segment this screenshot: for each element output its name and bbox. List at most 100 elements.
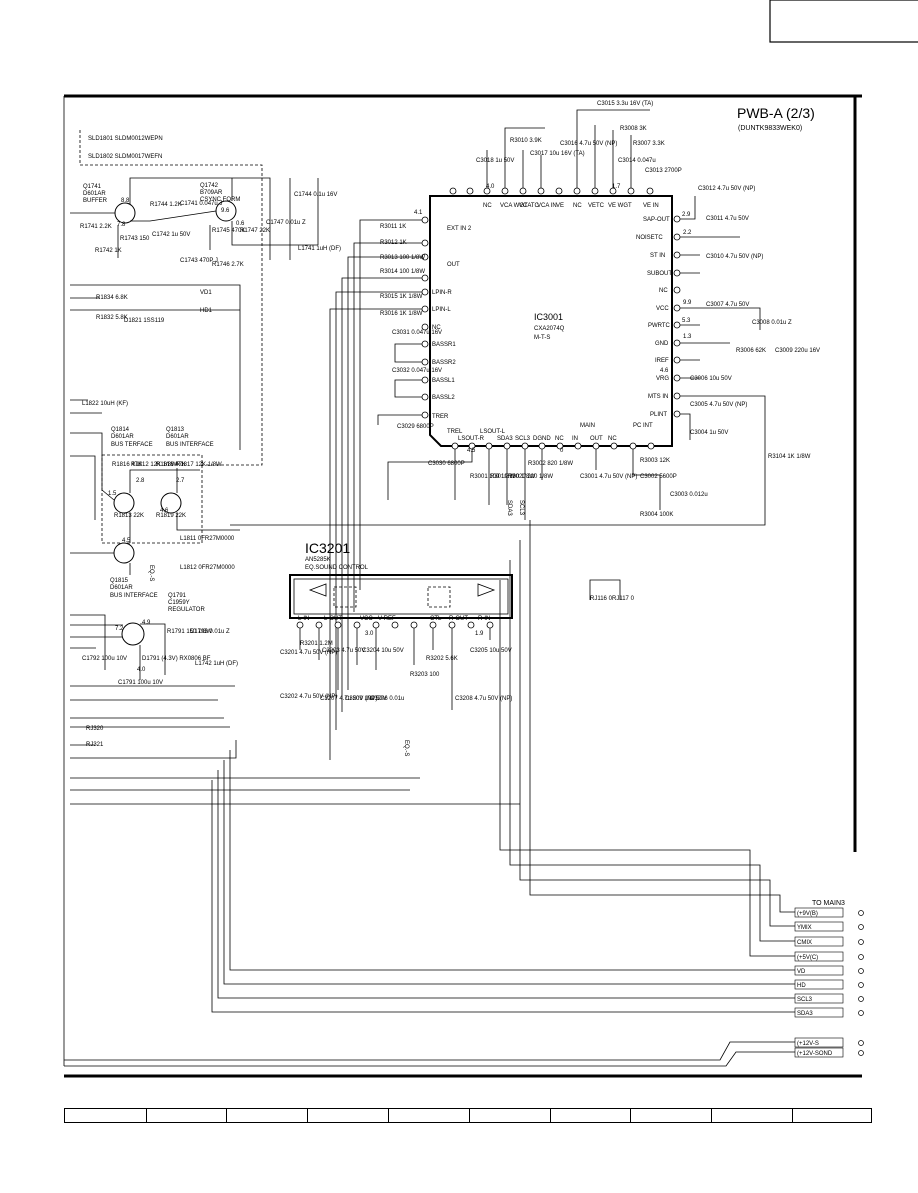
- component-label: R3011 1K: [380, 224, 406, 230]
- voltage-label: 2.8: [136, 478, 145, 484]
- component-label: R1744 1.2K: [150, 202, 182, 208]
- component-label: C3032 0.047u 16V: [392, 368, 442, 374]
- pin-label: LPIN-L: [432, 307, 451, 313]
- bus-interface-area: Q1814 D601AR BUS TERFACE Q1813 D601AR BU…: [70, 427, 240, 599]
- component-label: R1813 22K: [114, 513, 144, 519]
- component-label: R1745 470K: [212, 228, 245, 234]
- q1813-part: D601AR: [166, 434, 189, 440]
- voltage-label: 4.6: [660, 368, 669, 374]
- voltage-label: 1.5: [108, 491, 117, 497]
- voltage-label: 3.0: [365, 631, 374, 637]
- component-label: R3015 1K 1/8W: [380, 294, 423, 300]
- connector-terminal: [858, 1010, 864, 1016]
- component-label: C1747 0.01u Z: [266, 220, 306, 226]
- component-label: C1744 0.1u 16V: [294, 192, 337, 198]
- voltage-label: 2.7: [176, 478, 185, 484]
- component-label: R1832 5.8K: [96, 315, 128, 321]
- component-label: C3203 4.7u 50V: [322, 648, 365, 654]
- ic3201: IC3201 AN5285K EQ.SOUND CONTROL L-IN L-O…: [289, 540, 513, 710]
- pin-label: VE IN: [643, 203, 659, 209]
- component-label: L1742 1uH (DF): [195, 661, 238, 667]
- table-divider: [146, 1108, 147, 1123]
- pin-label: CTL: [430, 616, 442, 622]
- component-label: C1792 100u 10V: [82, 656, 127, 662]
- component-label: R1741 2.2K: [80, 224, 112, 230]
- pin-label: VCATC: [519, 203, 540, 209]
- component-label: C3206 0.01u: [370, 696, 404, 702]
- pin-label: NC: [608, 436, 617, 442]
- pin-label: BASSR1: [432, 342, 456, 348]
- component-label: R1818 47K: [156, 462, 186, 468]
- regulator-area: Q1791 C1959Y REGULATOR: [70, 284, 520, 805]
- table-divider: [630, 1108, 631, 1123]
- table-divider: [307, 1108, 308, 1123]
- connector-pin-label: (+9V(B): [797, 911, 818, 917]
- component-label: R3012 1K: [380, 240, 407, 246]
- voltage-label: 5.3: [682, 318, 691, 324]
- q1813-ref: Q1813: [166, 427, 185, 433]
- connector-pin-label: YMIX: [797, 925, 812, 931]
- component-label: R3203 100: [410, 672, 440, 678]
- vlabel-eqs-2: EQ.-S: [148, 565, 154, 581]
- connector-terminal: [858, 996, 864, 1002]
- pin-label: NC: [483, 203, 492, 209]
- to-main3-connector: TO MAIN3 (+9V(B)YMIXCMIX(+5V(C)VDHDSCL3S…: [794, 900, 864, 1058]
- pin-label: MAIN: [580, 423, 595, 429]
- signal-vd1: VD1: [200, 290, 212, 296]
- component-label: L1822 10uH (KF): [82, 401, 128, 407]
- ic3201-ref: IC3201: [305, 540, 350, 556]
- vlabel-eqs-1: EQ.-S: [403, 740, 409, 756]
- pin-label: EXT IN 2: [447, 226, 472, 232]
- pin-label: BASSR2: [432, 360, 456, 366]
- table-divider: [711, 1108, 712, 1123]
- pin-label: R-OUT: [449, 616, 468, 622]
- page-corner-box: [769, 0, 918, 43]
- component-label: C3209 10u 50V: [345, 696, 387, 702]
- pin-label: IREF: [655, 358, 669, 364]
- q1741-q1742-area: Q1741 D601AR BUFFER Q1742 B709AR CSYNC F…: [70, 177, 319, 260]
- component-label: R3004 100K: [640, 512, 673, 518]
- pin-label: ST IN: [650, 253, 665, 259]
- component-label: C3015 3.3u 16V (TA): [597, 101, 653, 107]
- signal-hd1: HD1: [200, 308, 213, 314]
- pin-label: TRER: [432, 414, 449, 420]
- q1742-desc: CSYNC FORM: [200, 197, 240, 203]
- component-label: R3104 1K 1/8W: [768, 454, 811, 460]
- pin-label: R-IN: [478, 616, 490, 622]
- component-label: L1811 0FR27M0000: [180, 536, 235, 542]
- connector-pin-label: (+12V-S: [797, 1041, 819, 1047]
- pin-label: NC: [573, 203, 582, 209]
- voltage-label: 8.8: [121, 198, 130, 204]
- component-label: C1741 0.047u J: [180, 201, 222, 207]
- component-label: C3208 4.7u 50V (NP): [455, 696, 512, 702]
- component-label: C1743 470P J: [180, 258, 218, 264]
- voltage-label: 4.1: [414, 210, 423, 216]
- voltage-label: 2.2: [683, 230, 692, 236]
- component-label: C3010 4.7u 50V (NP): [706, 254, 763, 260]
- connector-terminal: [858, 1050, 864, 1056]
- note-1: SLD1801 SLDM0012WEPN: [88, 136, 163, 142]
- connector-pin-box: [794, 921, 844, 932]
- q1741-part: D601AR: [83, 191, 106, 197]
- table-divider: [226, 1108, 227, 1123]
- q1742-ref: Q1742: [200, 183, 219, 189]
- voltage-label: 4.0: [137, 667, 146, 673]
- component-label: C3014 0.047u: [618, 158, 656, 164]
- pin-label: VETC: [588, 203, 605, 209]
- component-label: R3201 1.2M: [300, 641, 333, 647]
- pin-label: LSOUT-R: [458, 436, 485, 442]
- q1791-ref: Q1791: [168, 593, 187, 599]
- component-label: R1834 6.8K: [96, 295, 128, 301]
- q1741-desc: BUFFER: [83, 198, 108, 204]
- q1814-ref: Q1814: [111, 427, 130, 433]
- connector-pins: (+9V(B)YMIXCMIX(+5V(C)VDHDSCL3SDA3(+12V-…: [794, 907, 864, 1058]
- component-label: RJ321: [86, 742, 104, 748]
- q1741-ref: Q1741: [83, 184, 102, 190]
- pin-label: VE WGT: [608, 203, 632, 209]
- connector-pin-box: [794, 965, 844, 976]
- voltage-label: 9.9: [683, 300, 692, 306]
- voltage-label: 9.6: [221, 208, 230, 214]
- connector-pin-box: [794, 979, 844, 990]
- component-label: C3012 4.7u 50V (NP): [698, 186, 755, 192]
